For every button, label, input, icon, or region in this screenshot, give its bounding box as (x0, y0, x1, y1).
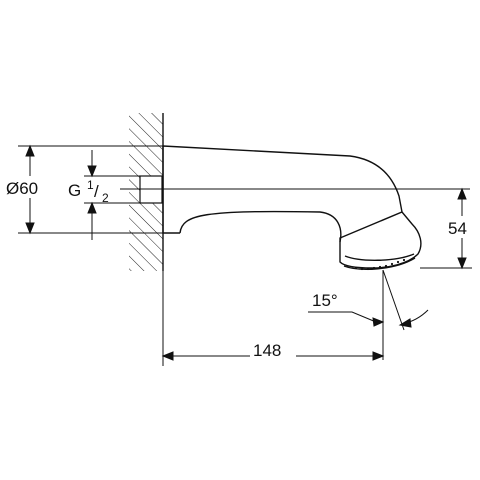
thread-prefix: G (68, 181, 81, 200)
spray-head-rim (344, 253, 415, 261)
angle-label: 15° (312, 291, 338, 310)
diameter-dimension (18, 144, 180, 235)
thread-numerator: 1 (87, 178, 94, 192)
angle-dimension (308, 269, 429, 360)
thread-slash: / (94, 182, 99, 201)
spray-nozzles (354, 258, 406, 271)
diameter-label: Ø60 (6, 179, 38, 198)
spout (162, 145, 422, 270)
thread-denominator: 2 (102, 191, 109, 205)
spray-face (343, 257, 416, 270)
length-label: 148 (253, 341, 281, 360)
thread-dimension (84, 150, 140, 240)
height-dimension (420, 187, 472, 270)
height-label: 54 (448, 219, 467, 238)
wall (129, 113, 164, 271)
